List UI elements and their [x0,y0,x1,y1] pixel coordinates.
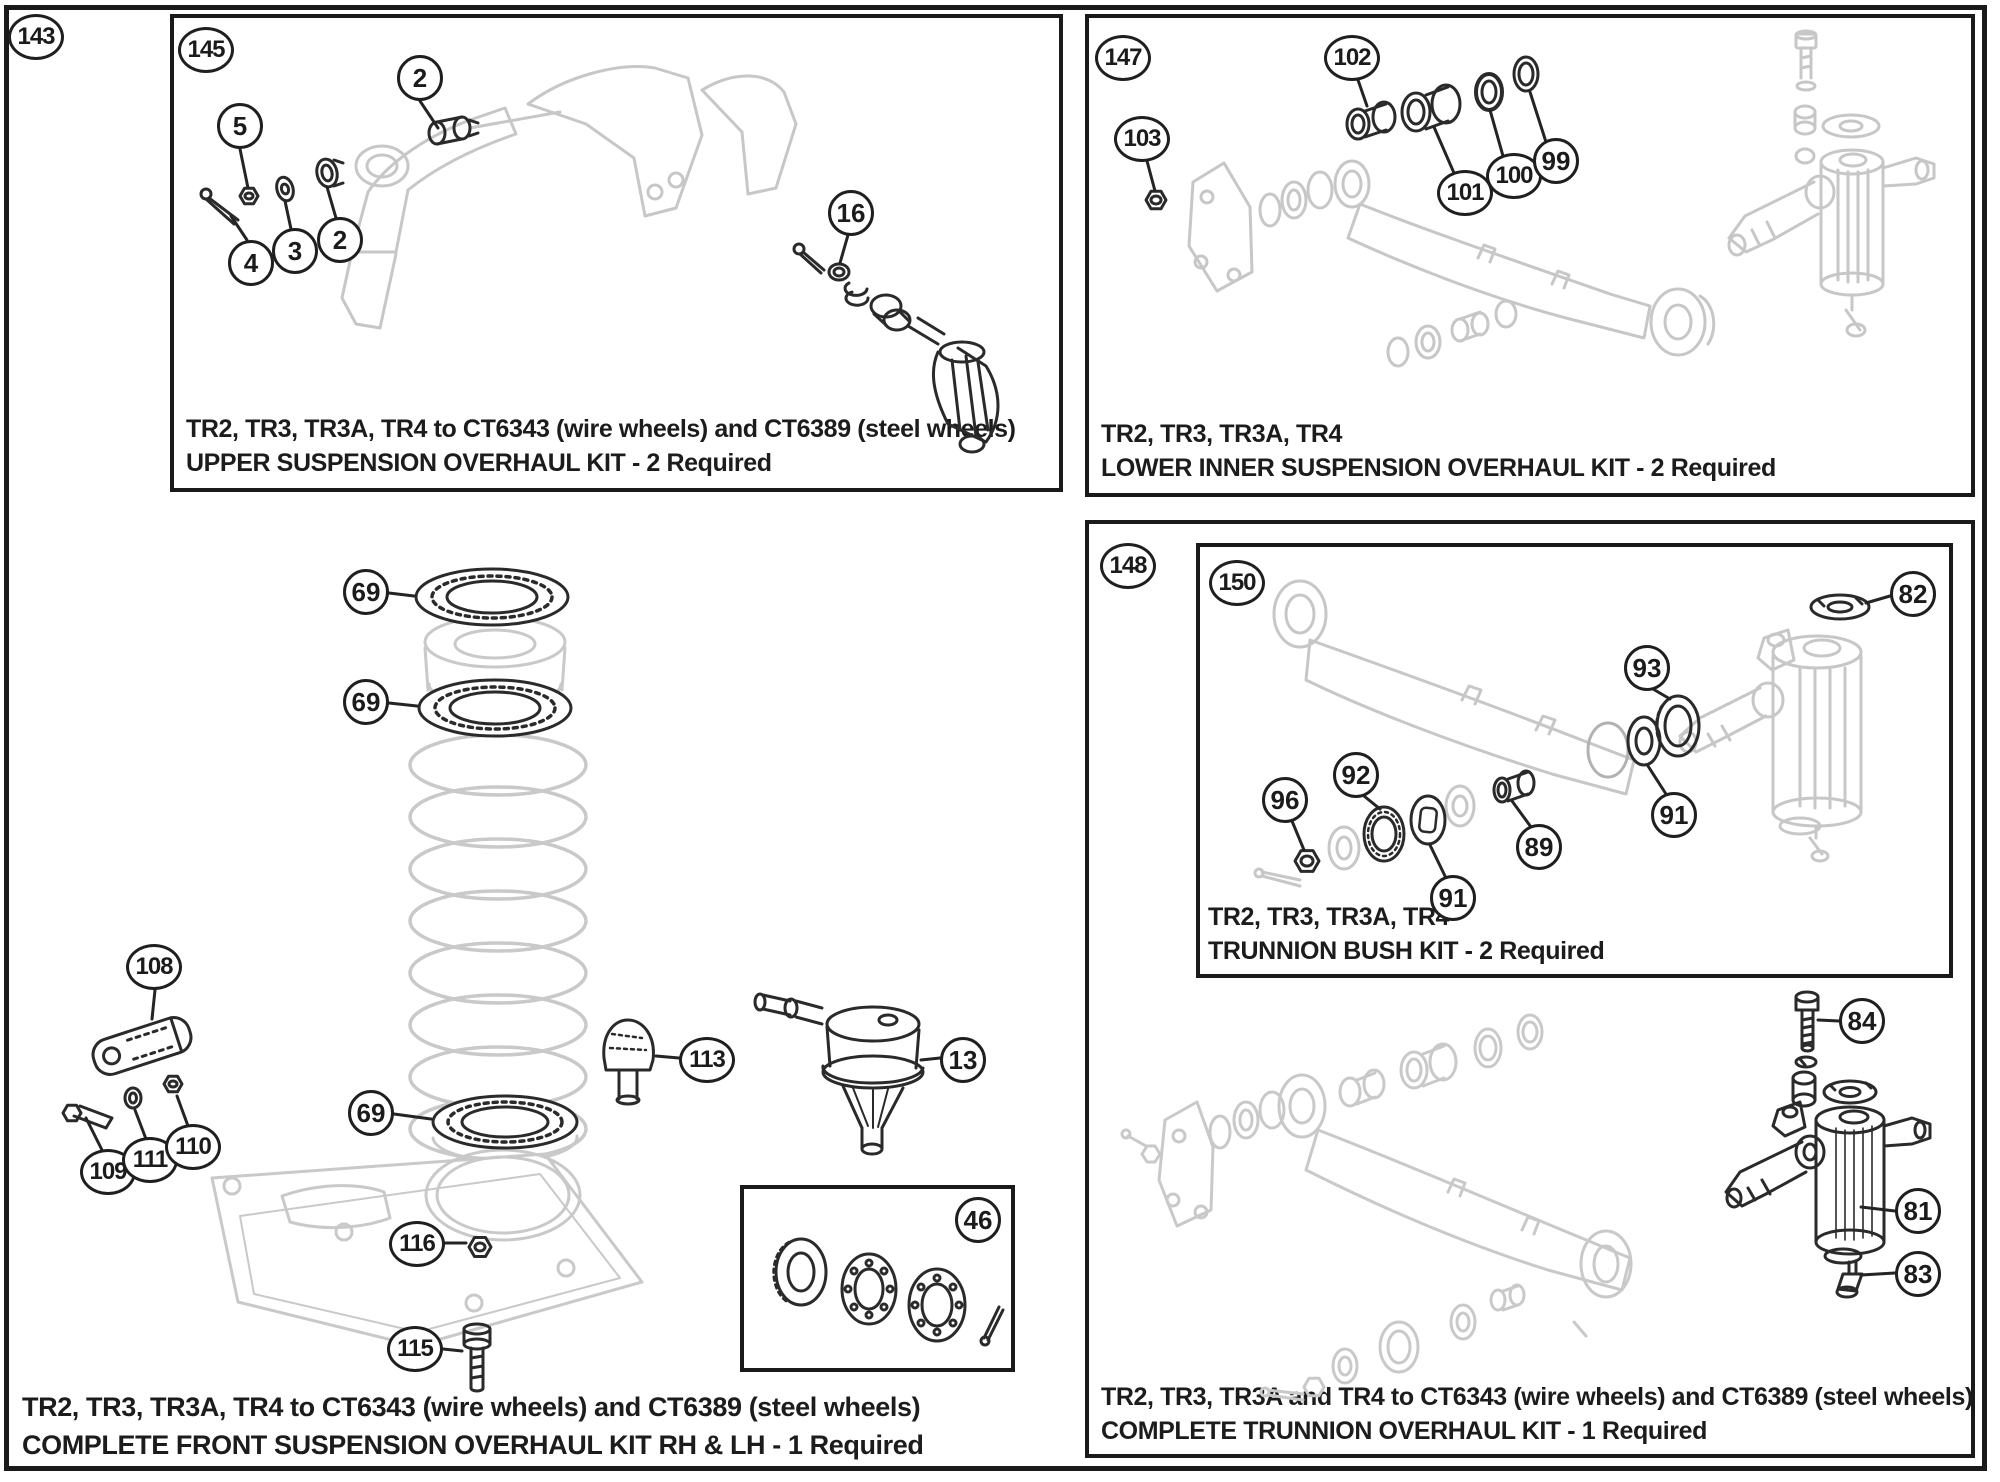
front-suspension-caption: TR2, TR3, TR3A, TR4 to CT6343 (wire whee… [22,1388,924,1464]
figure-number-150: 150 [1209,560,1265,606]
callout-101: 101 [1437,170,1493,216]
callout-100: 100 [1486,153,1542,199]
kit-box-upper-suspension: TR2, TR3, TR3A, TR4 to CT6343 (wire whee… [170,14,1063,492]
callout-110: 110 [165,1124,221,1170]
page-number-badge: 143 [8,14,64,60]
caption-line-1: TR2, TR3, TR3A, TR4 to CT6343 (wire whee… [22,1392,921,1422]
callout-103: 103 [1114,116,1170,162]
figure-number-46: 46 [955,1197,1001,1243]
callout-91-inner: 91 [1430,875,1476,921]
callout-96: 96 [1262,777,1308,823]
callout-111: 111 [122,1137,178,1183]
figure-number-147: 147 [1095,35,1151,81]
figure-number-145: 145 [178,27,234,73]
caption-line-2: UPPER SUSPENSION OVERHAUL KIT - 2 Requir… [186,449,772,477]
caption-line-1: TR2, TR3, TR3A and TR4 to CT6343 (wire w… [1101,1383,1973,1411]
callout-2-fulcrum-pin: 2 [397,55,443,101]
upper-suspension-caption: TR2, TR3, TR3A, TR4 to CT6343 (wire whee… [186,412,1016,480]
caption-line-2: COMPLETE TRUNNION OVERHAUL KIT - 1 Requi… [1101,1417,1707,1445]
trunnion-bush-caption: TR2, TR3, TR3A, TR4 TRUNNION BUSH KIT - … [1208,900,1605,968]
caption-line-1: TR2, TR3, TR3A, TR4 [1208,903,1450,931]
caption-line-1: TR2, TR3, TR3A, TR4 [1101,420,1343,448]
caption-line-2: LOWER INNER SUSPENSION OVERHAUL KIT - 2 … [1101,454,1776,482]
kit-box-trunnion-bush: TR2, TR3, TR3A, TR4 TRUNNION BUSH KIT - … [1196,543,1953,978]
callout-83: 83 [1895,1251,1941,1297]
caption-line-2: COMPLETE FRONT SUSPENSION OVERHAUL KIT R… [22,1430,924,1460]
page-border [4,5,1987,1471]
callout-69-bottom: 69 [348,1090,394,1136]
callout-93: 93 [1624,645,1670,691]
callout-5: 5 [217,103,263,149]
callout-84: 84 [1839,998,1885,1044]
complete-trunnion-caption: TR2, TR3, TR3A and TR4 to CT6343 (wire w… [1101,1380,1973,1448]
lower-inner-caption: TR2, TR3, TR3A, TR4 LOWER INNER SUSPENSI… [1101,417,1776,485]
caption-line-1: TR2, TR3, TR3A, TR4 to CT6343 (wire whee… [186,415,1016,443]
callout-91-outer: 91 [1651,792,1697,838]
callout-16: 16 [828,190,874,236]
callout-92: 92 [1333,752,1379,798]
callout-99: 99 [1533,138,1579,184]
caption-line-2: TRUNNION BUSH KIT - 2 Required [1208,937,1605,965]
callout-2-bush: 2 [317,217,363,263]
callout-115: 115 [387,1326,443,1372]
kit-box-lower-inner-suspension: TR2, TR3, TR3A, TR4 LOWER INNER SUSPENSI… [1085,14,1975,497]
callout-116: 116 [389,1221,445,1267]
callout-82: 82 [1890,571,1936,617]
callout-4: 4 [228,240,274,286]
callout-13: 13 [940,1037,986,1083]
callout-69-middle: 69 [343,679,389,725]
kit-box-complete-trunnion: TR2, TR3, TR3A and TR4 to CT6343 (wire w… [1085,520,1975,1458]
callout-102: 102 [1324,35,1380,81]
callout-113: 113 [679,1037,735,1083]
figure-number-148: 148 [1100,543,1156,589]
callout-108: 108 [126,944,182,990]
callout-3: 3 [272,228,318,274]
kit-box-wheel-bearings [740,1185,1015,1372]
callout-89: 89 [1516,824,1562,870]
callout-81: 81 [1895,1188,1941,1234]
callout-69-top: 69 [343,569,389,615]
